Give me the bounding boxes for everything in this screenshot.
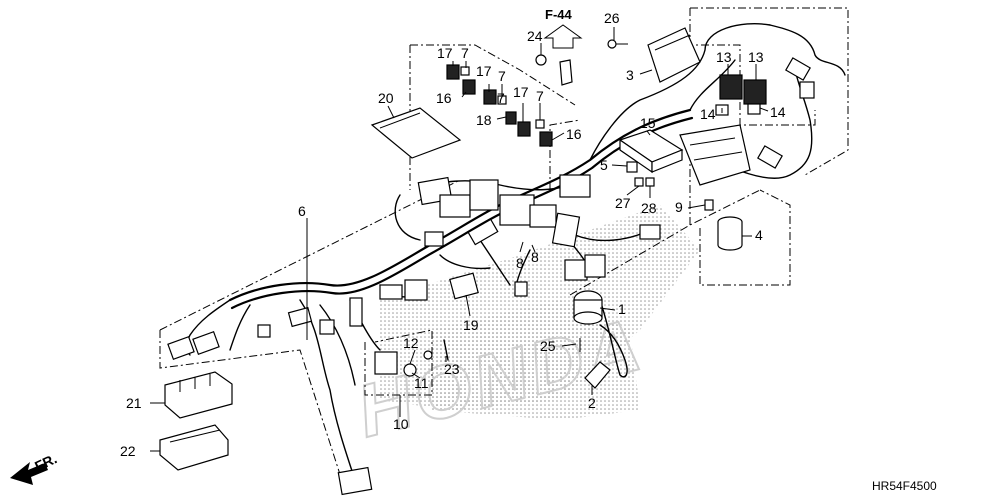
diagram-code: HR54F4500	[872, 479, 937, 493]
callout-14: 14	[770, 104, 786, 120]
callout-7: 7	[461, 45, 469, 61]
callout-10: 10	[393, 416, 409, 432]
relays-group	[446, 64, 553, 147]
callout-4: 4	[755, 227, 763, 243]
callout-24: 24	[527, 28, 543, 44]
item-10-box	[364, 329, 433, 396]
callout-7: 7	[498, 68, 506, 84]
bolt-23	[443, 339, 449, 361]
callout-21: 21	[126, 395, 142, 411]
callout-28: 28	[641, 200, 657, 216]
callout-22: 22	[120, 443, 136, 459]
bolt-bracket	[535, 54, 573, 86]
callout-16: 16	[436, 90, 452, 106]
callout-7: 7	[536, 88, 544, 104]
fuse-box-cover	[370, 107, 462, 159]
callout-15: 15	[640, 115, 656, 131]
callout-27: 27	[615, 195, 631, 211]
fuse-box	[618, 129, 684, 174]
callout-13: 13	[748, 49, 764, 65]
callout-16: 16	[566, 126, 582, 142]
callout-23: 23	[444, 361, 460, 377]
starter-relays	[715, 74, 767, 116]
callout-1: 1	[618, 301, 626, 317]
callout-7: 7	[497, 90, 505, 106]
callout-25: 25	[540, 338, 556, 354]
small-clip-9	[704, 199, 714, 211]
callout-6: 6	[298, 203, 306, 219]
connector-block-21	[164, 371, 233, 419]
callout-14: 14	[700, 106, 716, 122]
callout-8: 8	[516, 255, 524, 271]
connector-cover-22	[159, 424, 229, 471]
small-clip-28	[645, 177, 655, 187]
callout-20: 20	[378, 90, 394, 106]
small-clip-27	[634, 177, 644, 187]
reference-arrow	[543, 24, 583, 49]
ecu-unit	[607, 27, 701, 83]
callout-19: 19	[463, 317, 479, 333]
main-fuse-holder	[679, 124, 751, 186]
callout-17: 17	[513, 84, 529, 100]
callout-labels: 17 7 16 17 7 7 18 17 7 16 20 24 26 3 13 …	[120, 10, 786, 459]
callout-9: 9	[675, 199, 683, 215]
condenser-box-outline	[699, 189, 791, 286]
callout-3: 3	[626, 67, 634, 83]
callout-18: 18	[476, 112, 492, 128]
callout-26: 26	[604, 10, 620, 26]
callout-13: 13	[716, 49, 732, 65]
harness-group-outline	[159, 44, 761, 491]
sensor-assembly-10	[374, 350, 433, 377]
stipple-shading	[380, 205, 700, 420]
condenser	[717, 216, 743, 251]
callout-17: 17	[476, 63, 492, 79]
front-direction-arrow	[10, 462, 48, 485]
relay-box-outline	[689, 7, 849, 176]
callout-8: 8	[531, 249, 539, 265]
direction-label: FR.	[32, 450, 59, 474]
callout-2: 2	[588, 395, 596, 411]
terminal-cap	[584, 361, 611, 389]
reference-label: F-44	[545, 7, 573, 22]
callout-17: 17	[437, 45, 453, 61]
leader-lines	[150, 27, 769, 452]
small-clip-5	[626, 161, 638, 173]
callout-5: 5	[600, 157, 608, 173]
starter-solenoid	[573, 290, 603, 325]
callout-12: 12	[403, 335, 419, 351]
callout-11: 11	[414, 375, 429, 391]
harness-connectors	[167, 57, 815, 496]
